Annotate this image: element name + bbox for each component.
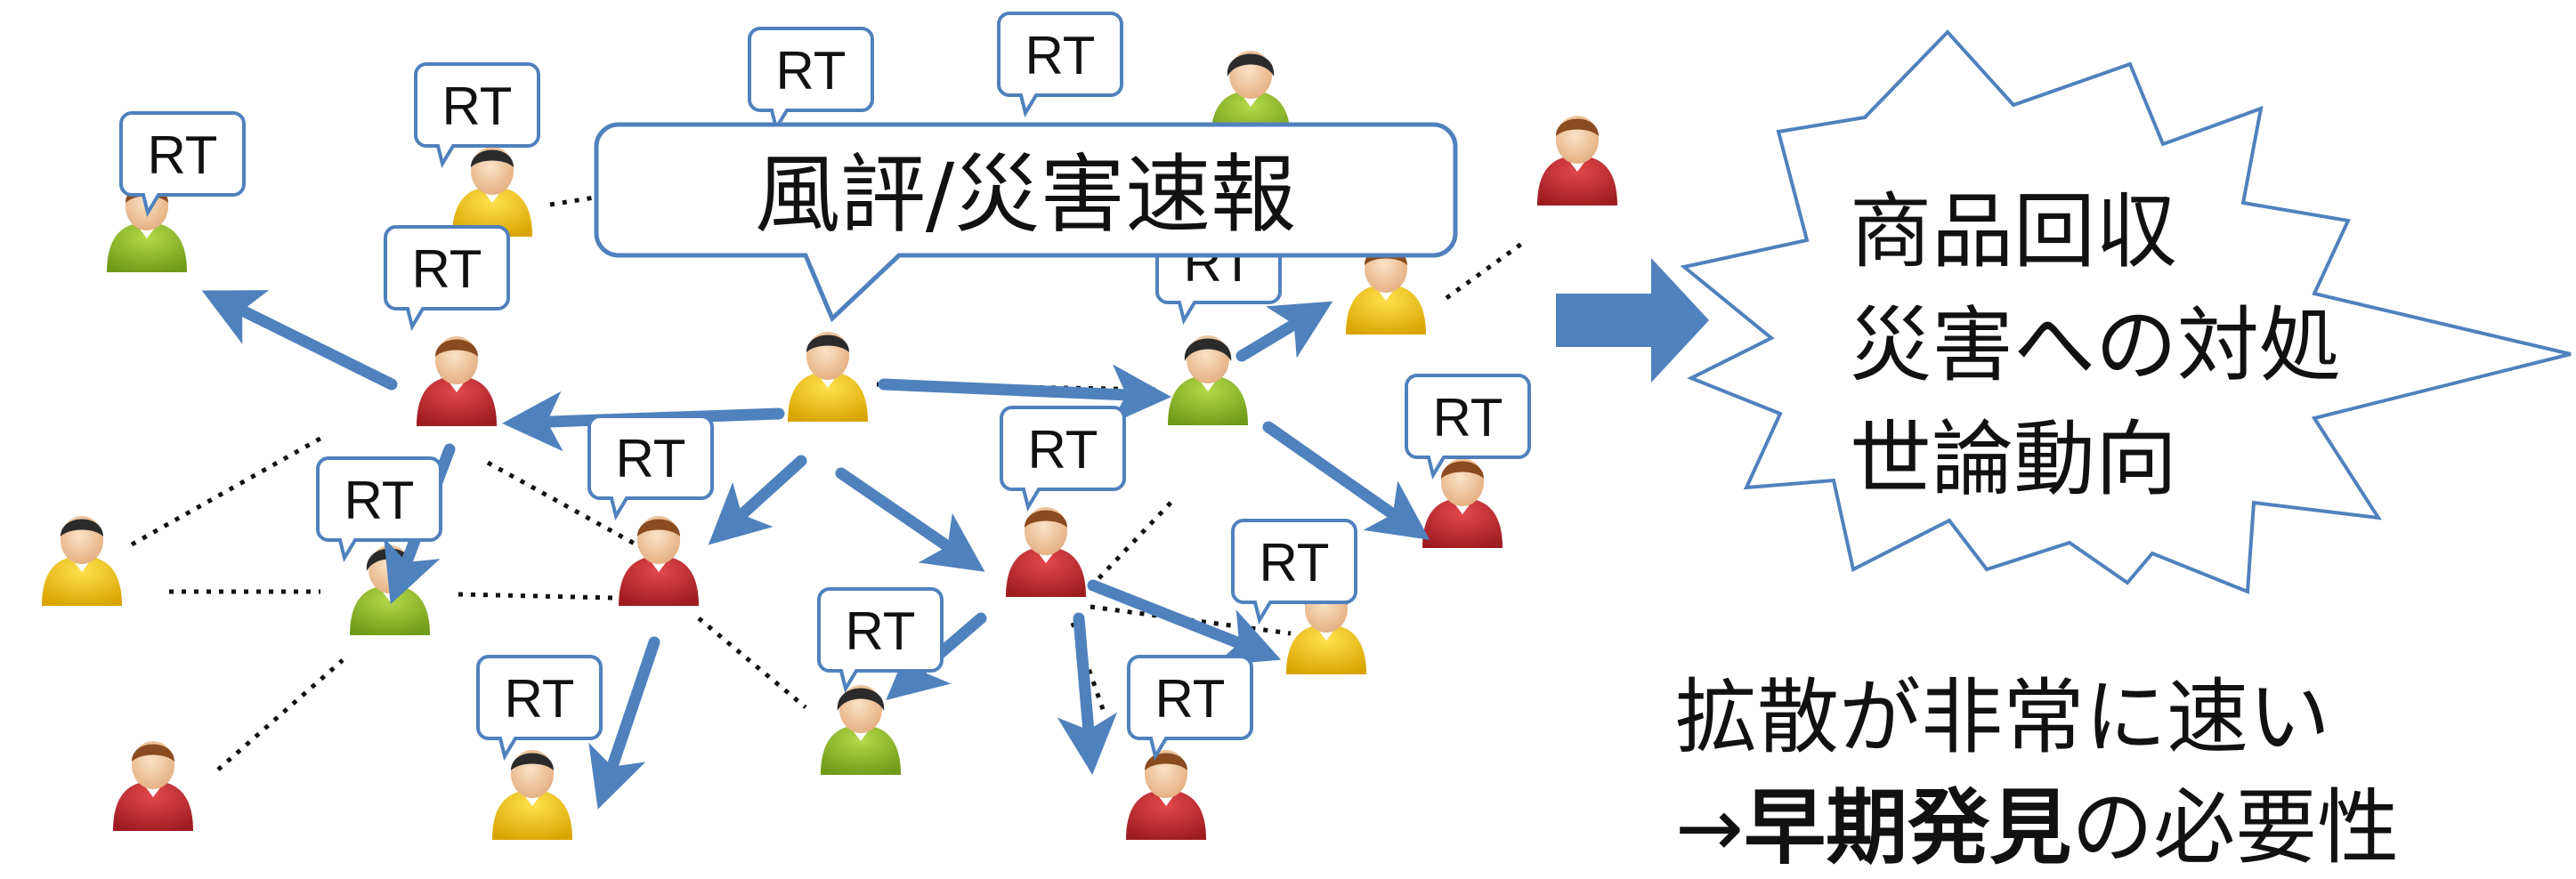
conclusion-line-2: →早期発見の必要性: [1675, 780, 2399, 875]
spread-arrow: [878, 364, 1171, 424]
person-icon: [619, 516, 699, 606]
rt-label: RT: [344, 471, 415, 530]
main-callout-text: 風評/災害速報: [755, 145, 1296, 245]
person-icon: [452, 147, 532, 237]
rt-label: RT: [505, 669, 575, 729]
rt-bubble: RT: [414, 62, 540, 169]
person-icon: [492, 750, 572, 840]
dotted-link: [1089, 496, 1177, 589]
person-icon: [113, 741, 193, 831]
spread-arrow: [1057, 612, 1118, 775]
rt-label: RT: [1028, 420, 1098, 480]
rt-label: RT: [1025, 26, 1096, 85]
conclusion-text: 拡散が非常に速い →早期発見の必要性: [1675, 670, 2399, 875]
conclusion-arrow: →: [1675, 780, 1744, 875]
rt-bubble: RT: [1127, 655, 1253, 762]
dotted-link: [216, 658, 344, 771]
spread-arrow: [708, 455, 807, 545]
person-icon: [1346, 245, 1426, 335]
rt-bubble: RT: [1000, 406, 1126, 512]
person-icon: [42, 516, 122, 606]
spread-arrow: [201, 290, 398, 391]
burst-line-1: 商品回収: [1850, 184, 2177, 279]
person-icon: [1006, 507, 1086, 597]
rt-bubble: RT: [1405, 374, 1531, 480]
rt-label: RT: [1260, 533, 1330, 593]
dotted-link: [130, 433, 327, 547]
spread-arrow: [835, 467, 985, 572]
person-icon: [1126, 750, 1206, 840]
dotted-link: [697, 617, 807, 709]
rt-bubble: RT: [587, 415, 714, 521]
person-icon: [821, 685, 901, 775]
conclusion-line-1: 拡散が非常に速い: [1675, 670, 2330, 765]
rt-bubble: RT: [817, 587, 944, 694]
rt-label: RT: [776, 41, 847, 101]
rt-bubble: RT: [476, 655, 603, 762]
conclusion-rest: の必要性: [2071, 780, 2399, 875]
effect-burst: 商品回収 災害への対処 世論動向: [1680, 29, 2572, 594]
result-arrow: [1556, 258, 1709, 383]
rt-bubble: RT: [997, 12, 1123, 118]
rt-bubble: RT: [384, 225, 510, 332]
person-icon: [1422, 458, 1503, 548]
burst-line-2: 災害への対処: [1850, 298, 2341, 393]
person-icon: [788, 332, 868, 422]
rt-label: RT: [148, 125, 218, 185]
dotted-link: [458, 592, 615, 601]
dotted-link: [549, 195, 595, 207]
spread-arrow: [1235, 301, 1333, 362]
person-icon: [1537, 116, 1617, 206]
person-icon: [1168, 335, 1248, 425]
person-icon: [350, 545, 430, 635]
rt-bubble: RT: [316, 456, 442, 563]
spread-arrow: [1087, 579, 1282, 666]
spread-arrow: [1262, 421, 1430, 540]
rt-label: RT: [442, 77, 513, 136]
main-callout: 風評/災害速報: [594, 122, 1458, 323]
rt-label: RT: [412, 239, 482, 299]
rt-label: RT: [616, 429, 686, 488]
rt-bubble: RT: [119, 111, 246, 218]
spread-arrow: [588, 636, 660, 810]
rt-bubble: RT: [748, 27, 874, 133]
rt-bubble: RT: [1231, 519, 1357, 625]
rt-label: RT: [846, 601, 916, 661]
conclusion-bold: 早期発見: [1744, 780, 2071, 875]
dotted-link: [1445, 238, 1528, 301]
burst-line-3: 世論動向: [1850, 412, 2177, 507]
person-icon: [417, 336, 497, 426]
rt-label: RT: [1155, 669, 1226, 729]
rt-label: RT: [1433, 388, 1503, 448]
dotted-link: [486, 460, 643, 550]
